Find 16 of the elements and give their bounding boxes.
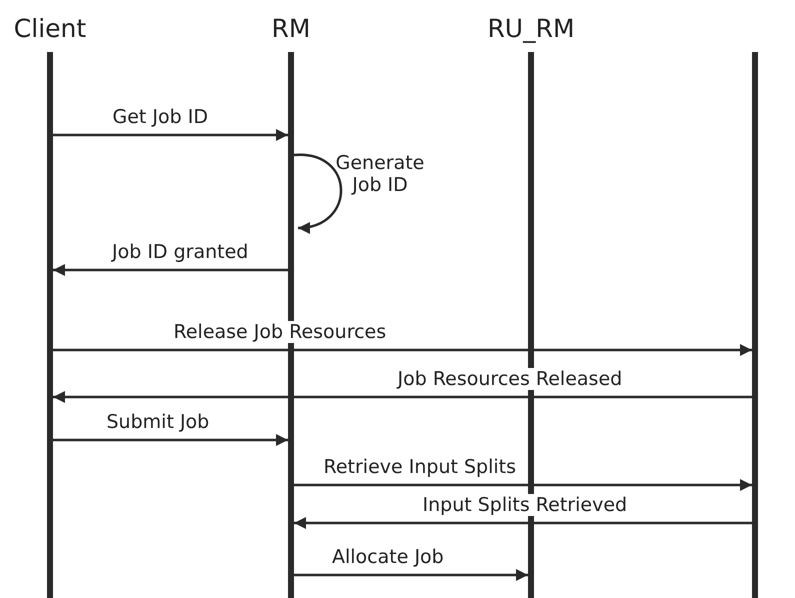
edge-label: Generate Job ID bbox=[334, 152, 426, 196]
message-arrow bbox=[294, 479, 752, 491]
edge-label: Allocate Job bbox=[330, 546, 446, 568]
self-arrow bbox=[294, 154, 342, 233]
message-arrow bbox=[294, 517, 752, 529]
message-arrow bbox=[53, 129, 288, 141]
message-arrow bbox=[53, 434, 288, 446]
message-arrow bbox=[294, 569, 528, 581]
lifeline-title: RM bbox=[272, 14, 310, 44]
edge-label: Get Job ID bbox=[110, 106, 210, 128]
message-arrow bbox=[53, 391, 752, 403]
lifeline-title: RU_RM bbox=[487, 14, 575, 44]
message-arrow bbox=[53, 344, 752, 356]
message-arrow bbox=[53, 264, 288, 276]
lifeline-title: Client bbox=[14, 14, 86, 44]
edge-label: Submit Job bbox=[104, 411, 212, 433]
